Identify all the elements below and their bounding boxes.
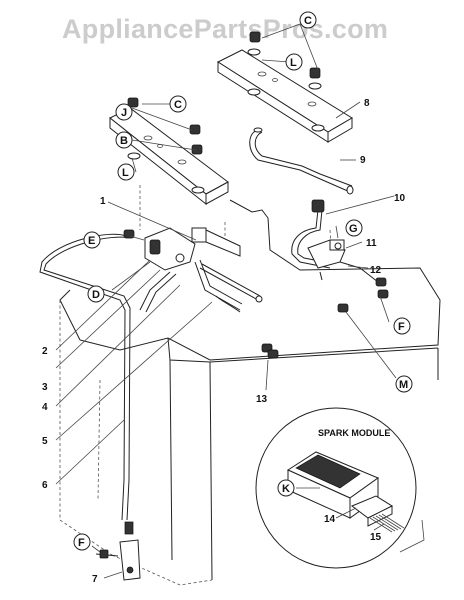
callout-3: 3 <box>42 382 48 393</box>
watermark-text: AppliancePartsPros.com <box>62 14 388 44</box>
screws-right <box>319 271 389 313</box>
orifice-nuts-right <box>247 31 325 132</box>
callout-10: 10 <box>394 193 406 204</box>
callout-K: K <box>277 479 295 497</box>
svg-text:F: F <box>78 537 85 549</box>
callout-8: 8 <box>364 98 370 109</box>
callout-7: 7 <box>92 574 98 585</box>
svg-text:M: M <box>399 379 408 391</box>
svg-text:L: L <box>290 57 297 69</box>
svg-text:L: L <box>122 167 129 179</box>
callout-4: 4 <box>42 402 48 413</box>
callout-M: M <box>395 375 413 393</box>
leader-lines <box>55 23 397 579</box>
svg-text:F: F <box>398 321 405 333</box>
callout-J: J <box>115 103 133 121</box>
spark-module-inset: SPARK MODULE <box>255 407 417 569</box>
callout-11: 11 <box>366 238 377 249</box>
svg-text:B: B <box>120 135 128 147</box>
gas-valve-left <box>123 227 241 271</box>
svg-text:D: D <box>92 289 100 301</box>
callout-5: 5 <box>42 436 48 447</box>
bracket <box>95 521 141 581</box>
callout-14: 14 <box>324 514 336 525</box>
callout-E: E <box>83 231 101 249</box>
callout-C2: C <box>169 95 187 113</box>
callout-9: 9 <box>360 155 366 166</box>
callout-12: 12 <box>370 265 382 276</box>
callout-2: 2 <box>42 346 48 357</box>
svg-text:K: K <box>282 483 290 495</box>
callout-F2: F <box>73 533 91 551</box>
callout-F1: F <box>393 317 411 335</box>
svg-text:C: C <box>304 15 312 27</box>
svg-text:E: E <box>88 235 95 247</box>
valve-assembly-right <box>291 199 379 283</box>
callout-6: 6 <box>42 480 48 491</box>
inset-title: SPARK MODULE <box>318 428 390 438</box>
callout-L1: L <box>285 53 303 71</box>
svg-text:J: J <box>121 107 127 119</box>
callout-L2: L <box>117 163 135 181</box>
callout-15: 15 <box>370 532 382 543</box>
svg-text:G: G <box>349 223 358 235</box>
dryer-cabinet <box>59 185 441 586</box>
burner-tubes <box>139 259 263 313</box>
screws-13 <box>261 343 279 359</box>
callout-13: 13 <box>256 394 268 405</box>
callout-C1: C <box>299 11 317 29</box>
gas-tube <box>249 127 354 195</box>
orifice-nuts-left <box>127 97 205 194</box>
callout-B: B <box>115 131 133 149</box>
burner-manifold-right <box>216 49 353 143</box>
callout-1: 1 <box>100 196 106 207</box>
callout-G: G <box>345 219 363 237</box>
svg-text:C: C <box>174 99 182 111</box>
gas-supply-line <box>39 233 131 521</box>
callout-D: D <box>87 285 105 303</box>
